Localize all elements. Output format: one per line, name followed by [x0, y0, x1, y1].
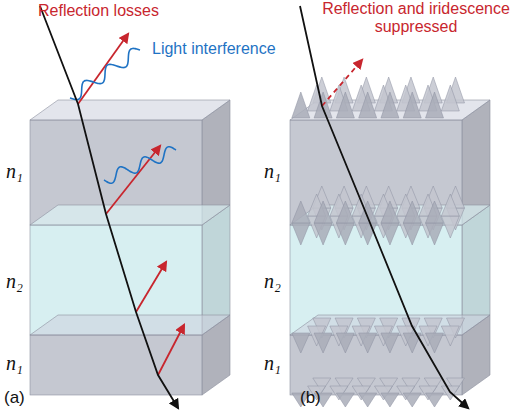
interface-plane	[30, 100, 230, 120]
nano-cone	[426, 333, 444, 353]
callout-text: Reflection losses	[38, 2, 159, 20]
slab-front-face	[30, 335, 202, 395]
nano-cone	[441, 326, 459, 346]
nano-cone	[403, 393, 421, 407]
nano-cone	[381, 333, 399, 353]
nano-cone	[441, 85, 459, 111]
callout-text: Reflection and iridescence suppressed	[316, 0, 516, 37]
nano-cone	[426, 92, 444, 118]
nano-cone	[336, 393, 354, 407]
light-wave	[104, 147, 176, 183]
nano-cone	[292, 333, 310, 353]
light-ray	[136, 262, 166, 312]
nano-cone	[403, 223, 421, 245]
nano-cone	[359, 201, 377, 223]
nano-cone	[336, 201, 354, 223]
nano-cone	[336, 223, 354, 245]
nano-cone	[314, 223, 332, 245]
nano-cone	[292, 92, 310, 118]
light-ray	[300, 6, 468, 408]
refractive-index: n₁	[264, 160, 281, 183]
light-ray	[158, 325, 184, 375]
nano-cone	[441, 194, 459, 216]
nano-cone	[314, 333, 332, 353]
nano-cone	[359, 393, 377, 407]
nano-cone	[359, 92, 377, 118]
nano-cone	[403, 92, 421, 118]
nano-cone	[381, 393, 399, 407]
light-ray	[40, 6, 178, 408]
light-wave	[70, 48, 140, 99]
nano-cone	[336, 92, 354, 118]
nano-cone	[381, 223, 399, 245]
nano-cone	[359, 333, 377, 353]
panel-a	[30, 6, 230, 408]
nano-cone	[426, 201, 444, 223]
light-ray	[322, 60, 362, 106]
nano-cone	[403, 201, 421, 223]
refractive-index: n₂	[264, 270, 281, 293]
callout-text: Light interference	[152, 40, 276, 58]
panel-label: (a)	[4, 388, 25, 408]
nano-cone	[441, 216, 459, 238]
panel-label: (b)	[300, 388, 321, 408]
interface-plane	[30, 205, 230, 225]
interface-plane	[30, 315, 230, 335]
nano-cone	[381, 92, 399, 118]
refractive-index: n₁	[6, 352, 23, 375]
nano-cone	[426, 223, 444, 245]
nano-cone	[314, 201, 332, 223]
light-ray	[78, 34, 128, 104]
nano-cone	[381, 201, 399, 223]
refractive-index: n₁	[6, 160, 23, 183]
nano-cone	[292, 201, 310, 223]
nano-cone	[426, 393, 444, 407]
refractive-index: n₁	[264, 352, 281, 375]
nano-cone	[292, 223, 310, 245]
refractive-index: n₂	[6, 270, 23, 293]
nano-cone	[336, 333, 354, 353]
panel-b	[290, 6, 490, 408]
